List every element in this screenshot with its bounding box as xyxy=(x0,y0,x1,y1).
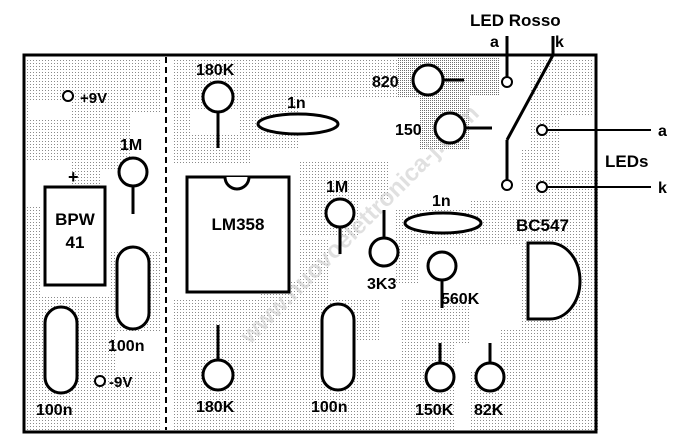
resistor-1m-left xyxy=(117,156,149,188)
sensor-label-2: 41 xyxy=(66,233,85,252)
capacitor-100n-mid xyxy=(115,245,151,331)
resistor-150 xyxy=(433,111,467,145)
label-neg-supply: -9V xyxy=(109,374,132,391)
label-leds: LEDs xyxy=(605,152,648,171)
resistor-820 xyxy=(411,63,445,97)
capacitor-1n-mid xyxy=(403,211,483,235)
resistor-1m-mid xyxy=(324,197,356,229)
label-1m-left: 1M xyxy=(120,137,142,154)
label-led-rosso: LED Rosso xyxy=(470,11,561,30)
label-leds-anode: a xyxy=(658,123,667,140)
capacitor-100n-left xyxy=(43,305,79,395)
capacitor-100n-right xyxy=(320,302,356,392)
label-100n-left: 100n xyxy=(36,402,72,419)
ic-label: LM358 xyxy=(212,215,265,234)
label-180k-top: 180K xyxy=(196,62,235,79)
label-led-rosso-cathode: k xyxy=(555,34,564,51)
label-150: 150 xyxy=(395,122,422,139)
pad-led-red-cathode xyxy=(501,179,513,191)
label-82k: 82K xyxy=(474,402,504,419)
label-1m-mid: 1M xyxy=(326,179,348,196)
resistor-82k xyxy=(474,361,506,393)
label-100n-mid: 100n xyxy=(108,338,144,355)
label-1n-mid: 1n xyxy=(432,193,451,210)
label-bc547: BC547 xyxy=(516,216,569,235)
pcb-outline xyxy=(22,53,598,434)
label-pos-supply: +9V xyxy=(80,90,107,107)
ic-lm358 xyxy=(185,175,291,294)
label-1n-top: 1n xyxy=(287,95,306,112)
label-leds-cathode: k xyxy=(658,180,667,197)
label-180k-bottom: 180K xyxy=(196,399,235,416)
pad-neg-supply xyxy=(94,375,106,387)
label-led-rosso-anode: a xyxy=(490,34,499,51)
label-100n-right: 100n xyxy=(311,399,347,416)
sensor-label-1: BPW xyxy=(55,210,96,229)
capacitor-1n-top xyxy=(256,112,340,136)
label-3k3: 3K3 xyxy=(367,276,396,293)
pad-led-red-anode xyxy=(501,76,513,88)
pad-leds-cathode xyxy=(536,181,548,193)
transistor-bc547 xyxy=(526,241,582,321)
resistor-150k xyxy=(424,361,456,393)
resistor-180k-bottom xyxy=(201,358,235,392)
ic-notch xyxy=(223,176,251,191)
label-150k: 150K xyxy=(415,402,454,419)
led-wiring xyxy=(505,36,651,188)
pad-leds-anode xyxy=(536,124,548,136)
resistor-560k xyxy=(426,250,458,282)
resistor-3k3 xyxy=(368,236,400,268)
resistor-180k-top xyxy=(201,80,235,114)
sensor-polarity: + xyxy=(68,167,79,187)
sensor-bpw41 xyxy=(43,185,107,287)
pad-pos-supply xyxy=(62,90,74,102)
label-820: 820 xyxy=(372,74,399,91)
label-560k: 560K xyxy=(441,291,480,308)
